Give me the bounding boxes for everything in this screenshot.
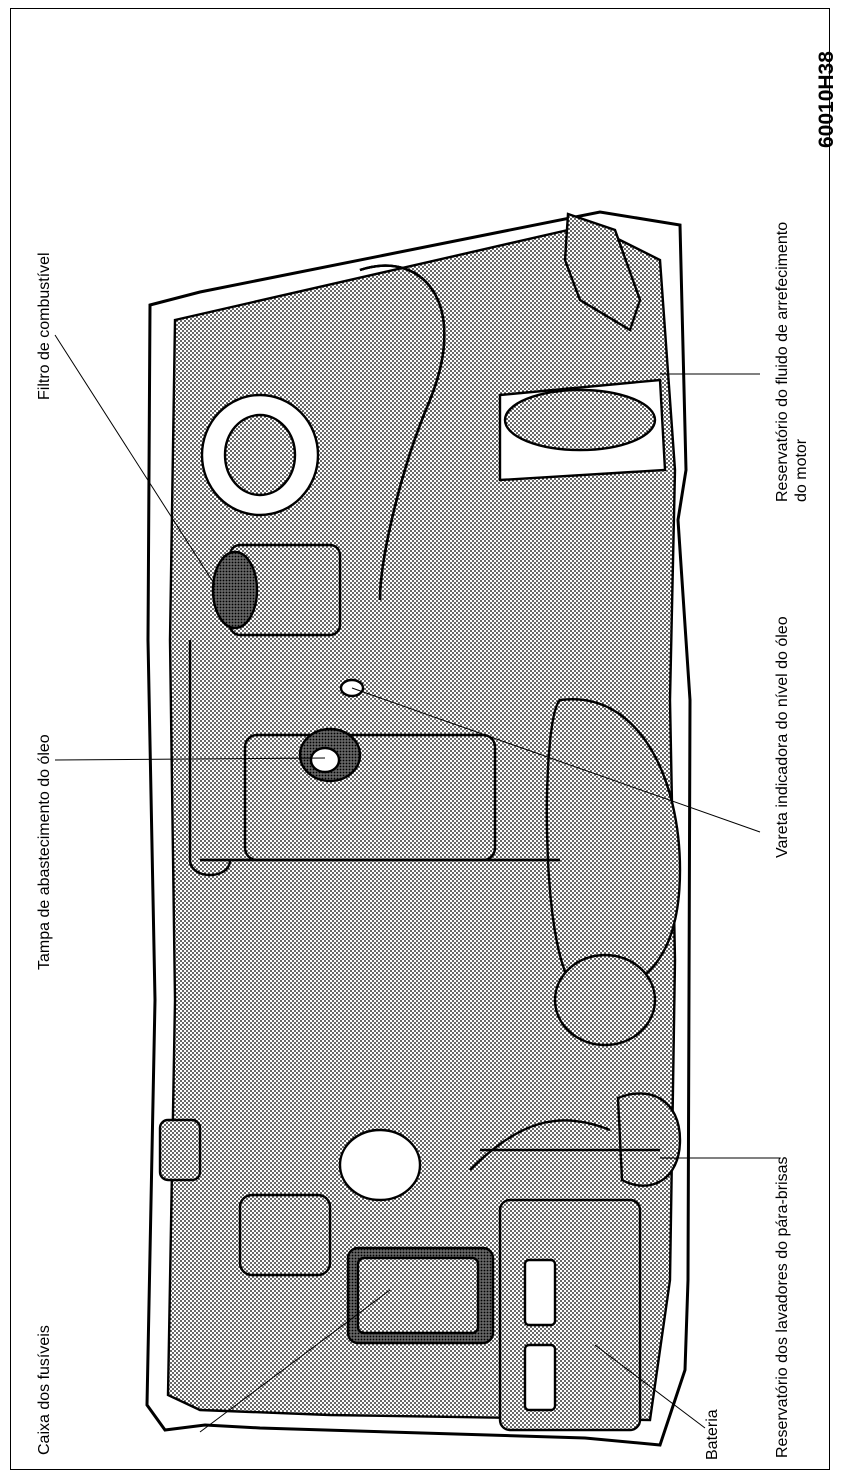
figure-code: 60010H38 xyxy=(815,51,838,148)
label-oil-filler-cap: Tampa de abastecimento do óleo xyxy=(36,734,53,970)
label-oil-dipstick: Vareta indicadora do nível do óleo xyxy=(774,616,791,858)
label-fuse-box: Caixa dos fusíveis xyxy=(36,1325,53,1455)
label-coolant-reservoir-line1: Reservatório do fluido de arrefecimento xyxy=(774,222,791,502)
label-coolant-reservoir-line2: do motor xyxy=(793,438,810,502)
label-fuel-filter: Filtro de combustível xyxy=(36,252,53,400)
engine-components xyxy=(160,214,680,1430)
label-washer-reservoir: Reservatório dos lavadores do pára-brisa… xyxy=(774,1157,791,1458)
label-battery: Bateria xyxy=(704,1409,721,1460)
